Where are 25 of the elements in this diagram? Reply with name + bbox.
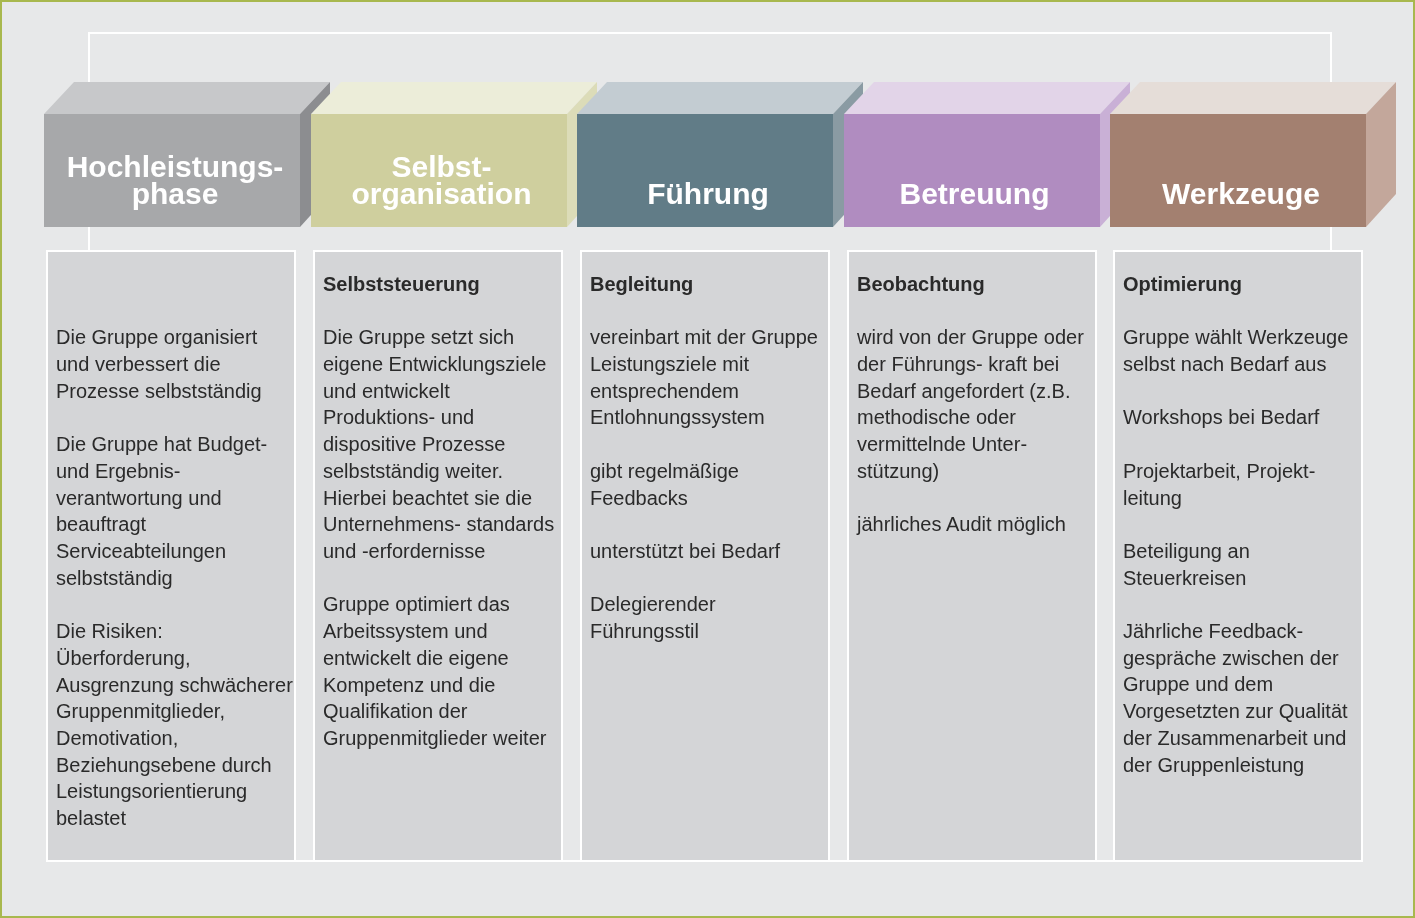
description-text: Workshops bei Bedarf <box>1123 405 1321 431</box>
description-text: vereinbart mit der Gruppe Leistungsziele mit entsprechendem Entlohnungssystem <box>590 325 819 431</box>
description-text: Beteiligung an Steuerkreisen <box>1123 538 1251 591</box>
column-heading: Selbststeuerung <box>323 272 481 297</box>
description-text: Gruppe optimiert das Arbeitssystem und entwickelt die eigene Kompetenz und die Qualifikation der Gruppenmitglieder weiter <box>323 592 548 751</box>
description-text: Die Risiken: Überforderung, Ausgrenzung schwächerer Gruppenmitglieder, Demotivation, Beziehungsebene durch Leistungsorientierung belastet <box>56 619 294 831</box>
description-text: Delegierender Führungsstil <box>590 592 717 645</box>
description-text: unterstützt bei Bedarf <box>590 538 782 564</box>
column-panel <box>313 250 563 862</box>
description-text: Die Gruppe organisiert und verbessert die Prozesse selbstständig <box>56 325 263 404</box>
column-panel <box>46 250 296 862</box>
column-heading: Begleitung <box>590 272 695 297</box>
description-text: Projektarbeit, Projekt- leitung <box>1123 458 1317 511</box>
description-text: gibt regelmäßige Feedbacks <box>590 458 740 511</box>
description-text: jährliches Audit möglich <box>857 512 1067 538</box>
column-panel <box>1113 250 1363 862</box>
column-panel <box>847 250 1097 862</box>
column-heading: Beobachtung <box>857 272 986 297</box>
description-text: Die Gruppe setzt sich eigene Entwicklungsziele und entwickelt Produktions- und dispositive Prozesse selbstständig weiter. Hierbei beachtet sie die Unternehmens- standards und -erfordernisse <box>323 325 556 564</box>
description-text: Jährliche Feedback- gespräche zwischen der Gruppe und dem Vorgesetzten zur Qualität der Zusammenarbeit und der Gruppenleistung <box>1123 619 1349 778</box>
description-text: Gruppe wählt Werkzeuge selbst nach Bedarf aus <box>1123 325 1350 378</box>
description-text: Die Gruppe hat Budget-und Ergebnis- verantwortung und beauftragt Serviceabteilungen selbstständig <box>56 432 269 591</box>
column-panel <box>580 250 830 862</box>
description-text: wird von der Gruppe oder der Führungs- kraft bei Bedarf angefordert (z.B. methodische oder vermittelnde Unter- stützung) <box>857 325 1085 484</box>
column-heading: Optimierung <box>1123 272 1243 297</box>
